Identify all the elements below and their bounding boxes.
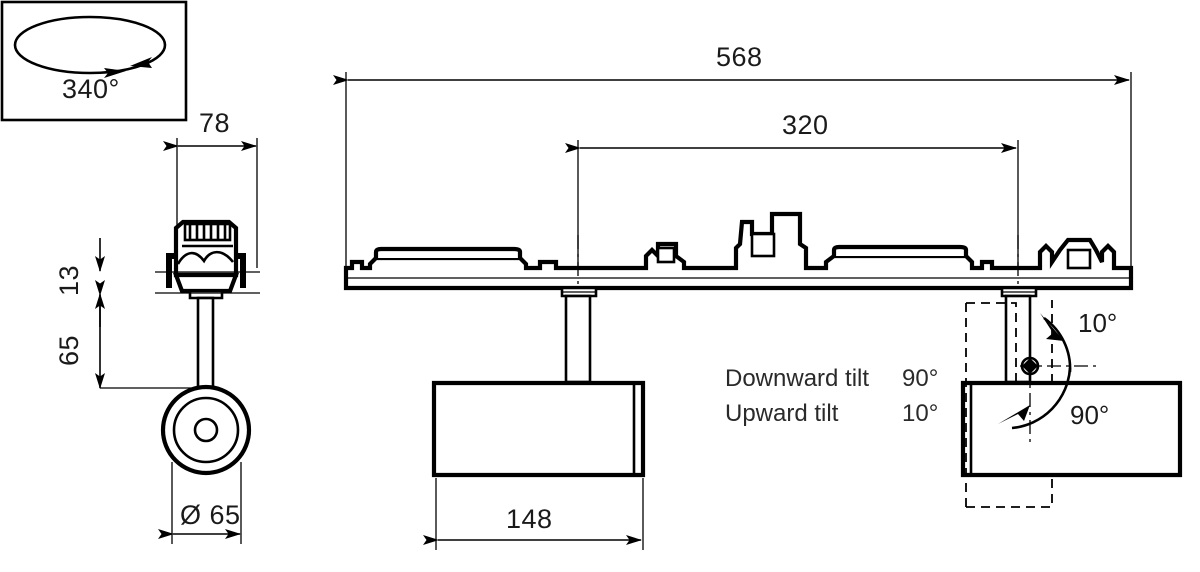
diffuser-plate-left (373, 246, 523, 258)
downward-tilt-value: 90° (902, 365, 938, 392)
dimension-diameter-65: Ø 65 (158, 462, 242, 544)
dimension-78: 78 (163, 108, 258, 268)
angle-label-90: 90° (1070, 400, 1109, 430)
tilt-ghost-outline-top (966, 302, 1017, 383)
dimension-label-148: 148 (506, 504, 553, 534)
rotation-callout-box: 340° (0, 0, 188, 122)
tilt-ghost-outline-bottom (966, 475, 1053, 508)
rotation-arrow-right-icon (104, 68, 126, 78)
right-spot-head-box (960, 380, 1183, 478)
dimension-65-height: 65 (54, 280, 196, 389)
dimension-148: 148 (423, 478, 644, 550)
left-spot-head-box (431, 380, 646, 478)
left-spot-stem (564, 294, 592, 384)
track-body-outline (343, 211, 1134, 291)
head-collar (172, 272, 240, 294)
left-spot-assembly (431, 235, 646, 478)
upward-tilt-value: 10° (902, 400, 938, 427)
mid-clip-left (656, 246, 676, 264)
dimension-label-13: 13 (54, 265, 84, 296)
dimension-label-diameter-65: Ø 65 (180, 500, 241, 530)
head-fin-plate (183, 222, 232, 242)
dimension-label-568: 568 (716, 42, 763, 72)
angle-label-10: 10° (1078, 308, 1117, 338)
arrow-90-degree-icon (998, 405, 1030, 424)
dimension-label-78: 78 (199, 108, 230, 138)
front-view-group: 568 320 (333, 42, 1183, 550)
arrow-10-degree-icon (1040, 313, 1064, 341)
stem-shaft (196, 296, 215, 400)
diffuser-plate-right (831, 244, 969, 256)
end-clip-right (1066, 248, 1092, 270)
track-body-profile (343, 211, 1134, 291)
tilt-notes-block: Downward tilt 90° Upward tilt 10° (725, 365, 938, 427)
right-spot-assembly: 10° 90° (960, 235, 1183, 508)
rotation-angle-label: 340° (62, 74, 120, 104)
side-view-spot-head (160, 384, 252, 476)
arc-10-degree (1043, 316, 1072, 373)
side-view-head (166, 219, 246, 300)
rotation-ellipse-icon (13, 15, 167, 75)
head-fins-icon (188, 225, 227, 239)
downward-tilt-label: Downward tilt (725, 365, 869, 392)
side-view-stem (196, 296, 215, 400)
side-view-group: 78 (54, 108, 260, 544)
head-curve-detail (176, 250, 235, 265)
dimension-320: 320 (565, 110, 1019, 300)
arc-90-degree (1011, 367, 1072, 430)
dimension-568: 568 (333, 42, 1132, 268)
dimension-label-320: 320 (782, 110, 829, 140)
rotation-arrow-left-icon (130, 57, 152, 68)
dimension-label-65: 65 (54, 335, 84, 366)
spot-inner-circle (193, 417, 219, 443)
rotation-box-frame (0, 0, 188, 122)
upward-tilt-label: Upward tilt (725, 400, 839, 427)
center-boss-detail (750, 232, 776, 258)
